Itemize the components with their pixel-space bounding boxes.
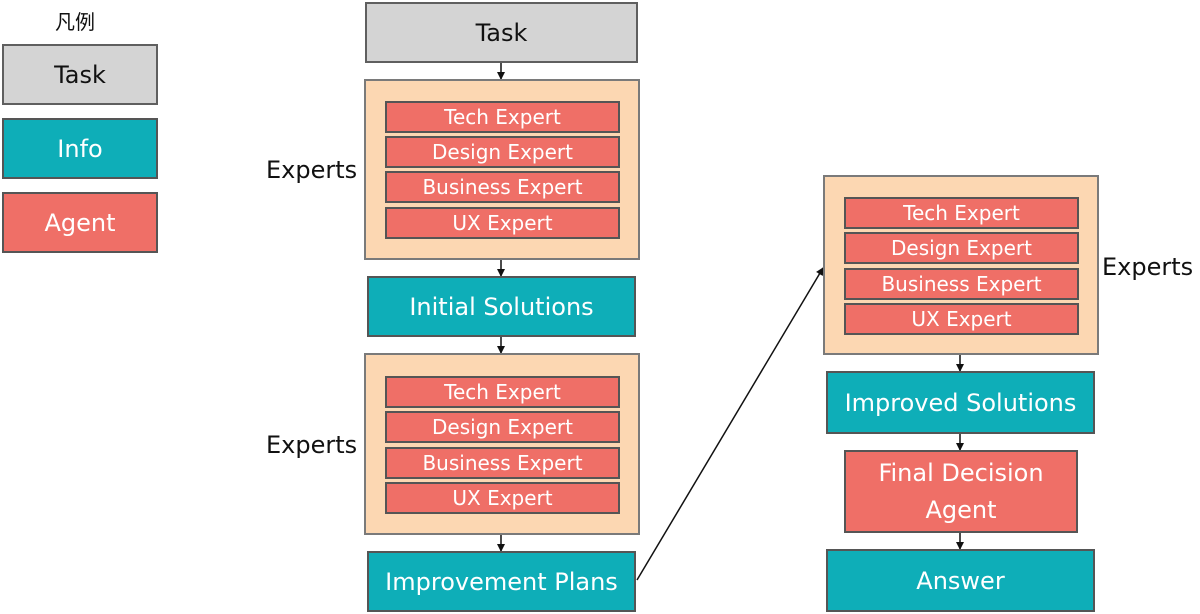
business-expert-2: Business Expert bbox=[385, 447, 620, 479]
final-decision-agent-line2: Agent bbox=[925, 495, 997, 524]
improved-solutions-node: Improved Solutions bbox=[826, 371, 1095, 434]
tech-expert-1: Tech Expert bbox=[385, 101, 620, 133]
answer-node: Answer bbox=[826, 549, 1095, 612]
ux-expert-3: UX Expert bbox=[844, 303, 1079, 335]
ux-expert-1: UX Expert bbox=[385, 207, 620, 239]
ux-expert-2: UX Expert bbox=[385, 482, 620, 514]
final-decision-agent-line1: Final Decision bbox=[878, 458, 1044, 487]
design-expert-1: Design Expert bbox=[385, 136, 620, 168]
task-node: Task bbox=[365, 2, 638, 63]
business-expert-1: Business Expert bbox=[385, 171, 620, 203]
experts-group-2: Tech Expert Design Expert Business Exper… bbox=[364, 353, 640, 535]
business-expert-3: Business Expert bbox=[844, 268, 1079, 300]
legend-info: Info bbox=[2, 118, 158, 179]
design-expert-3: Design Expert bbox=[844, 232, 1079, 264]
experts-label-2: Experts bbox=[266, 431, 358, 459]
legend-agent: Agent bbox=[2, 192, 158, 253]
experts-label-3: Experts bbox=[1102, 253, 1194, 281]
legend-title: 凡例 bbox=[55, 10, 95, 34]
legend-task: Task bbox=[2, 44, 158, 105]
initial-solutions-node: Initial Solutions bbox=[367, 276, 636, 337]
experts-group-1: Tech Expert Design Expert Business Exper… bbox=[364, 79, 640, 260]
experts-group-3: Tech Expert Design Expert Business Exper… bbox=[823, 175, 1099, 355]
arrow-plans-to-experts bbox=[636, 267, 824, 581]
final-decision-agent-node: Final Decision Agent bbox=[844, 450, 1078, 533]
improvement-plans-node: Improvement Plans bbox=[367, 551, 636, 612]
tech-expert-3: Tech Expert bbox=[844, 197, 1079, 229]
design-expert-2: Design Expert bbox=[385, 411, 620, 443]
tech-expert-2: Tech Expert bbox=[385, 376, 620, 408]
experts-label-1: Experts bbox=[266, 156, 358, 184]
